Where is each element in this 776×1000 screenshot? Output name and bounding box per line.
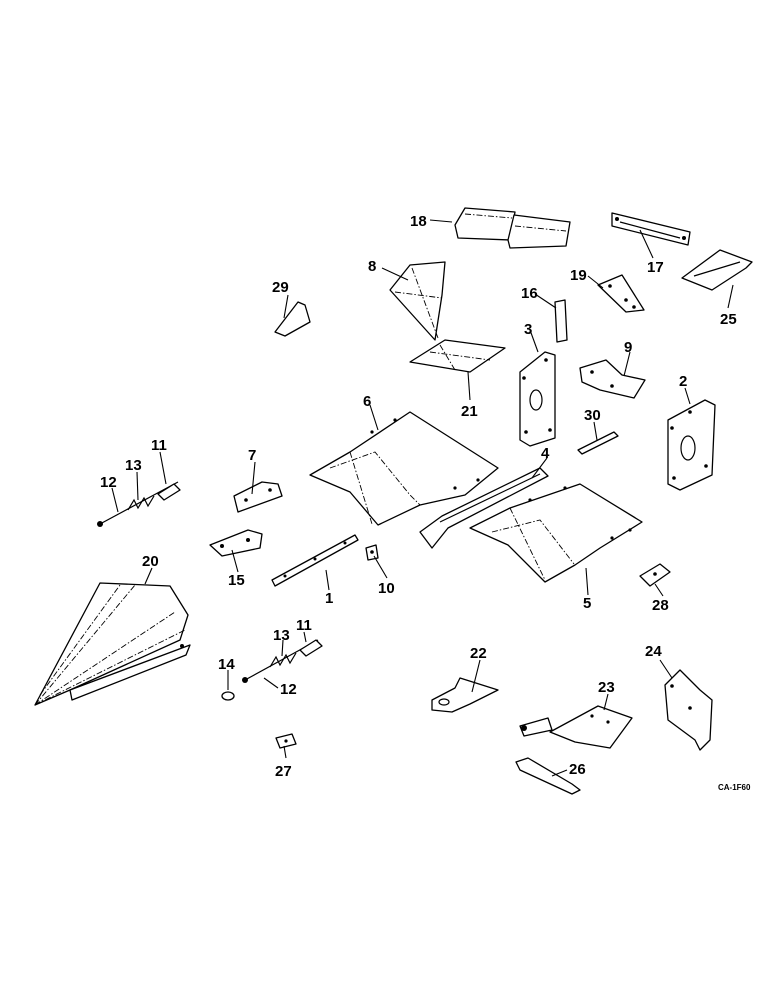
part-10-block [365, 544, 379, 561]
callout-11-upper: 11 [151, 437, 167, 454]
callout-26: 26 [569, 761, 586, 778]
leader-lines [111, 219, 734, 777]
spring-assembly-upper [97, 481, 181, 527]
callout-11-lower: 11 [296, 617, 312, 634]
part-29-wedge [274, 301, 311, 337]
callout-1: 1 [325, 590, 333, 607]
callout-6: 6 [363, 393, 371, 410]
callout-19: 19 [570, 267, 587, 284]
part-20-cone [34, 582, 191, 706]
part-3-side-plate [519, 351, 556, 447]
part-27-clip [275, 733, 297, 749]
callout-3: 3 [524, 321, 532, 338]
part-5-shield [469, 483, 643, 583]
part-16-bar [554, 299, 568, 343]
callout-22: 22 [470, 645, 487, 662]
callout-9: 9 [624, 339, 632, 356]
callout-5: 5 [583, 595, 591, 612]
callout-10: 10 [378, 580, 395, 597]
callout-7: 7 [248, 447, 256, 464]
part-6-shield [309, 411, 499, 526]
part-2-side-plate [667, 399, 716, 491]
part-7-bracket [233, 481, 283, 513]
part-28-plate [639, 563, 671, 587]
callout-13-lower: 13 [273, 627, 290, 644]
callout-13-upper: 13 [125, 457, 142, 474]
callout-27: 27 [275, 763, 292, 780]
part-22-bracket [431, 677, 499, 713]
part-9-bracket [579, 359, 646, 399]
callout-29: 29 [272, 279, 289, 296]
callout-20: 20 [142, 553, 159, 570]
callout-30: 30 [584, 407, 601, 424]
callout-2: 2 [679, 373, 687, 390]
callout-12-upper: 12 [100, 474, 117, 491]
part-26-strap [515, 757, 581, 795]
callout-25: 25 [720, 311, 737, 328]
callout-21: 21 [461, 403, 478, 420]
part-14-nut [221, 691, 235, 701]
callout-16: 16 [521, 285, 538, 302]
part-1-strip [271, 534, 359, 587]
part-18-shields [454, 207, 571, 249]
callout-18: 18 [410, 213, 427, 230]
part-30-strip [577, 431, 619, 455]
callout-17: 17 [647, 259, 664, 276]
callout-labels: 18 17 25 19 8 29 16 21 3 9 2 30 6 4 5 7 … [100, 213, 751, 792]
callout-8: 8 [368, 258, 376, 275]
part-15-bracket [209, 529, 263, 557]
spring-assembly-lower [242, 639, 323, 683]
callout-15: 15 [228, 572, 245, 589]
callout-23: 23 [598, 679, 615, 696]
part-4-channel [419, 467, 549, 549]
drawing-code: CA-1F60 [718, 783, 751, 792]
part-25-plate [681, 249, 753, 291]
callout-28: 28 [652, 597, 669, 614]
callout-4: 4 [541, 445, 550, 462]
callout-24: 24 [645, 643, 662, 660]
callout-14: 14 [218, 656, 235, 673]
part-19-bracket [597, 274, 645, 313]
part-21-plate [409, 339, 506, 373]
part-24-shield [664, 669, 713, 751]
callout-12-lower: 12 [280, 681, 297, 698]
part-8-panel [389, 261, 446, 341]
part-17-bracket [611, 212, 691, 246]
part-23-bracket [519, 705, 633, 749]
